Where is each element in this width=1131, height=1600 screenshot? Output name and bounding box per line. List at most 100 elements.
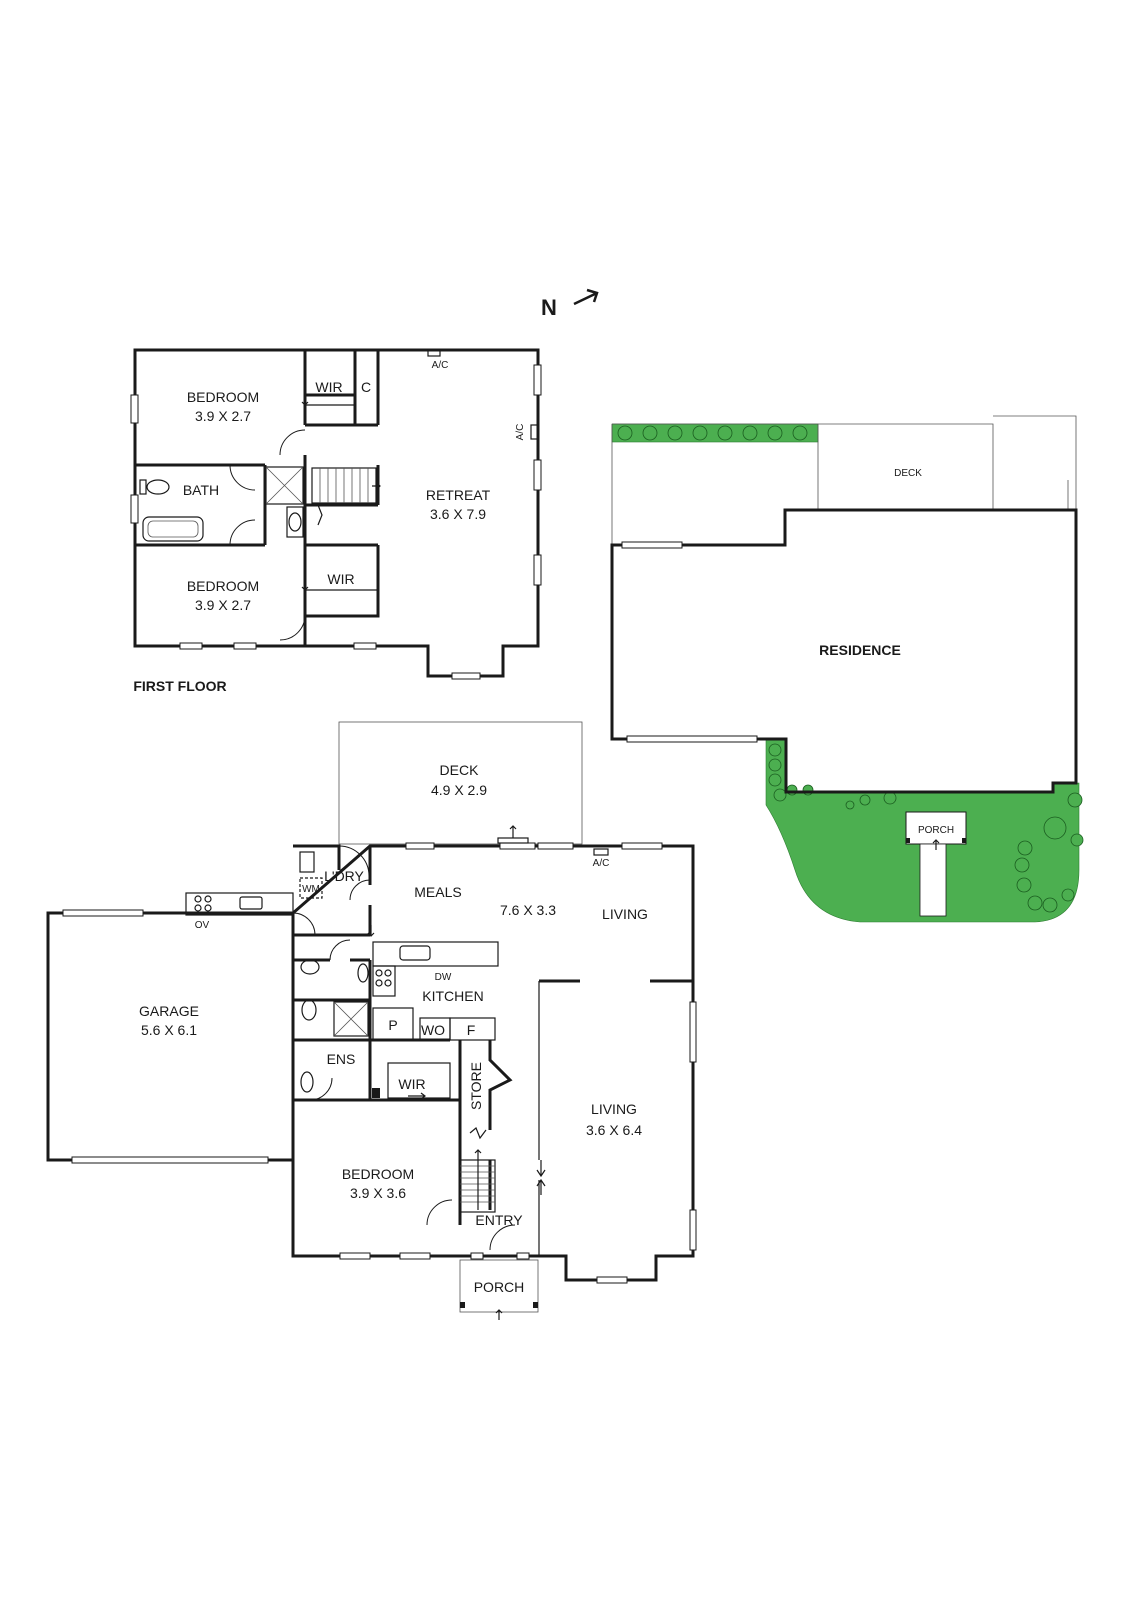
ac-label: A/C [432,360,449,371]
compass-arrow-icon [573,288,599,306]
door-swing [229,519,256,546]
oven-label: OV [195,920,210,931]
compass-north-label: N [541,295,557,320]
wir-box [387,1062,451,1099]
door-arrow [301,395,309,406]
porch-post [962,838,966,843]
kitchen-island [372,941,499,967]
kitchen-bench [372,965,396,997]
site-boundary [611,415,1077,545]
cooktop-icon [375,969,383,977]
porch-post [906,838,910,843]
room-name-deck: DECK [440,762,480,778]
window [339,1252,371,1260]
window [533,459,542,491]
room-size: 3.6 X 6.4 [586,1122,642,1138]
door-swing [279,429,306,456]
door-arrow [367,925,375,937]
window [621,541,683,549]
shower-icon [265,466,304,505]
room-name-retreat: RETREAT [426,487,491,503]
interior-wall [536,1178,546,1195]
bathtub-icon [142,516,204,542]
room-size: 3.9 X 3.6 [350,1185,406,1201]
site-porch [905,811,967,845]
cooktop-icon [194,904,202,912]
door-swing [279,614,306,641]
window [626,735,758,743]
room-name-bedroom: BEDROOM [342,1166,414,1182]
basin-icon [357,963,369,983]
room-name-bath: BATH [183,482,219,498]
cooktop-icon [375,979,383,987]
shrub-cluster [768,743,1084,913]
basin-icon [288,512,302,532]
laundry-tub-icon [299,851,315,873]
pantry [372,1007,414,1041]
ac-label: A/C [515,424,526,441]
sliding-door [497,837,529,844]
site-deck-label: DECK [894,468,922,479]
window [537,842,574,850]
ground-floor-plan: WM OV DW [46,721,697,1320]
room-name-ensuite: ENS [327,1051,356,1067]
window [596,1276,628,1284]
door-swing [426,1199,453,1226]
window [689,1209,697,1251]
window [399,1252,431,1260]
window [689,1001,697,1063]
room-name-living: LIVING [591,1101,637,1117]
window [499,842,536,850]
room-size: 4.9 X 2.9 [431,782,487,798]
floor-caption: FIRST FLOOR [133,678,226,694]
toilet-icon [301,999,317,1021]
column [372,1088,380,1098]
washing-machine-icon [299,877,323,899]
door-swing [349,879,371,901]
room-name-wo: WO [421,1022,445,1038]
window [405,842,435,850]
window [62,909,144,917]
stairs-icon [459,1127,496,1213]
window [516,1252,530,1260]
cooktop-icon [204,895,212,903]
door-arrow [408,1092,426,1100]
room-name-entry: ENTRY [475,1212,523,1228]
room-name-kitchen: KITCHEN [422,988,483,1004]
shower-icon [333,1001,369,1037]
room-size: 3.9 X 2.7 [195,597,251,613]
compass: N [541,288,599,320]
basin-icon [300,1071,314,1093]
room-name-living: LIVING [602,906,648,922]
window [130,494,139,524]
room-name-porch: PORCH [474,1279,525,1295]
site-path [919,843,947,917]
dishwasher-label: DW [435,972,452,983]
kitchen-bench [185,892,294,916]
interior-wall [305,404,378,591]
ac-unit [530,424,539,440]
room-size: 3.9 X 2.7 [195,408,251,424]
room-name-f: F [467,1022,476,1038]
window [533,554,542,586]
door-swing [292,912,316,936]
first-floor-plan: BEDROOM 3.9 X 2.7 BATH BEDROOM 3.9 X 2.7… [130,348,542,694]
interior-wall [291,846,513,1225]
cooktop-icon [204,904,212,912]
bathtub-icon [147,520,199,538]
window [179,642,203,650]
door-arrow [495,1309,503,1320]
window [130,394,139,424]
window [470,1252,484,1260]
room-name-pantry: P [388,1017,397,1033]
shower-icon [265,466,304,505]
window [451,672,481,680]
ac-unit [593,848,609,856]
cooktop-icon [194,895,202,903]
toilet-icon [146,479,170,495]
sink-icon [239,896,263,910]
vanity-icon [286,506,304,538]
deck-outline [338,721,583,845]
room-name-wir: WIR [315,379,342,395]
